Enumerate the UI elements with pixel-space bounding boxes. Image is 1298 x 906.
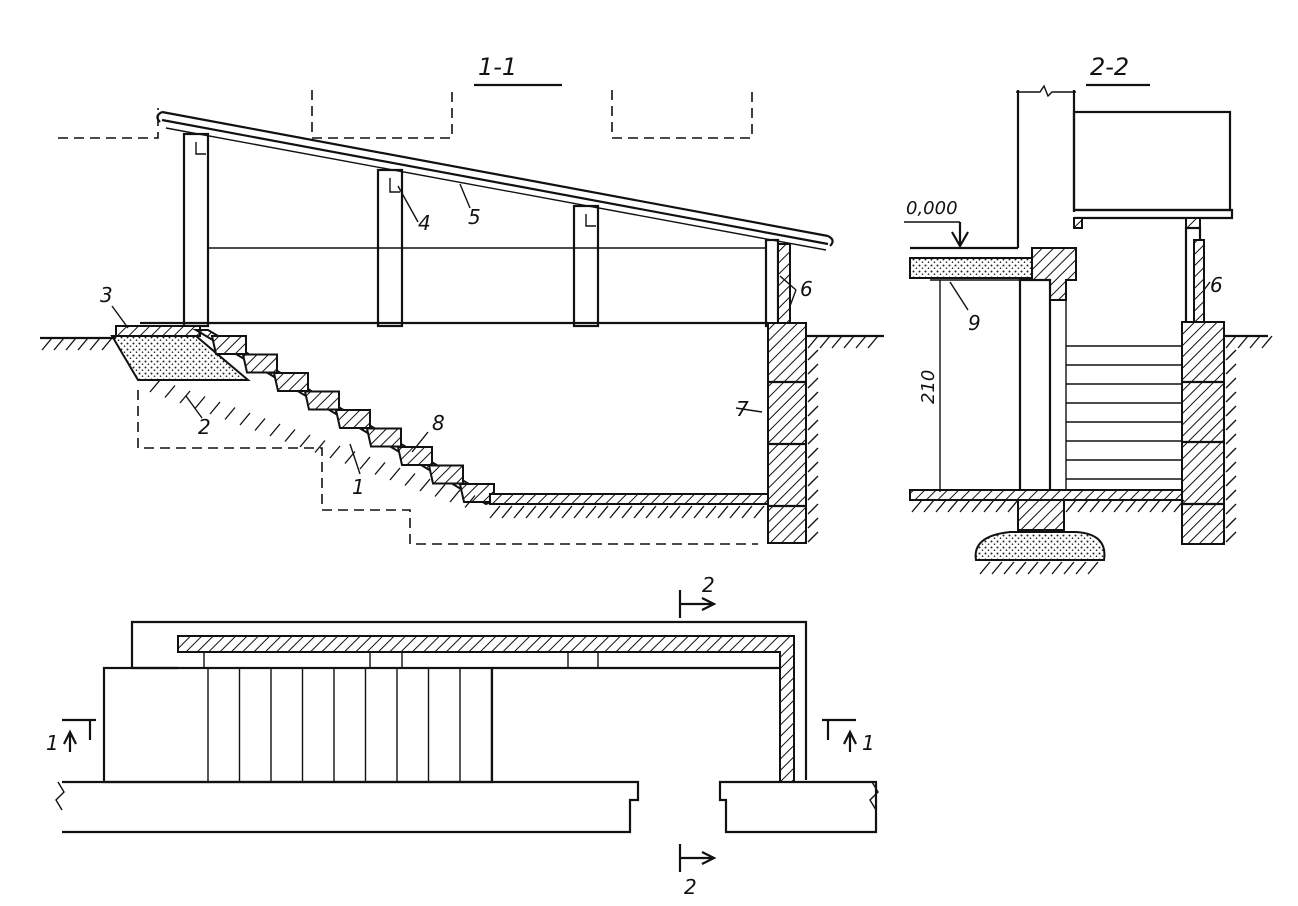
stair-elevation bbox=[1066, 345, 1182, 480]
callout-8: 8 bbox=[432, 411, 445, 435]
stair-step bbox=[365, 427, 402, 448]
cut-1-right-marker bbox=[822, 718, 856, 740]
section-2-title: 2-2 bbox=[1090, 53, 1129, 81]
stair-step bbox=[303, 390, 340, 411]
cut-1-left-marker bbox=[62, 718, 96, 740]
callout-4: 4 bbox=[418, 211, 431, 235]
beam-end-left bbox=[1073, 217, 1083, 229]
building-wall-right bbox=[718, 780, 878, 834]
ground-hatching-2 bbox=[911, 335, 1273, 575]
cut-2-top-marker bbox=[678, 590, 717, 618]
dashed-outline-mid bbox=[311, 90, 453, 139]
leaders bbox=[111, 183, 797, 475]
cut-1-left-label: 1 bbox=[46, 731, 59, 755]
callout-6: 6 bbox=[800, 277, 813, 301]
floor-slab-9 bbox=[909, 257, 1033, 279]
building-wall bbox=[1016, 90, 1076, 248]
foundation-wall bbox=[1018, 278, 1052, 498]
stair-step bbox=[210, 335, 247, 355]
building-wall-left bbox=[62, 780, 640, 834]
level-mark: 0,000 bbox=[906, 198, 958, 219]
excavation-outline bbox=[137, 390, 758, 545]
callout-1: 1 bbox=[352, 475, 365, 499]
dashed-outline-left bbox=[58, 108, 159, 139]
bay-1 bbox=[203, 651, 371, 669]
lintel bbox=[1031, 247, 1077, 301]
cut-1-right-arrow bbox=[843, 729, 857, 752]
beam-end bbox=[1185, 217, 1201, 229]
stair-step bbox=[458, 483, 495, 503]
callout-5: 5 bbox=[468, 205, 481, 229]
stair-step bbox=[241, 353, 278, 374]
cut-1-left-arrow bbox=[63, 729, 77, 752]
section-1-title: 1-1 bbox=[478, 53, 517, 81]
pit-floor-2 bbox=[909, 489, 1183, 501]
section-2-2: 2-2 bbox=[904, 53, 1273, 575]
side-wall-6b bbox=[1193, 239, 1205, 323]
height-dim: 210 bbox=[918, 370, 939, 404]
door-frame bbox=[1049, 299, 1067, 497]
canopy-outline bbox=[130, 620, 808, 780]
cut-1-right-label: 1 bbox=[862, 731, 875, 755]
canopy-roof bbox=[1072, 110, 1232, 212]
footing-column bbox=[1017, 499, 1065, 531]
sloped-roof bbox=[156, 110, 834, 251]
callout-2: 2 bbox=[198, 415, 211, 439]
level-arrow bbox=[951, 222, 969, 249]
plan-view: 1 1 2 2 bbox=[46, 573, 879, 899]
callout-6b: 6 bbox=[1210, 273, 1223, 297]
dashed-outline-right bbox=[611, 90, 753, 139]
bay-3 bbox=[597, 651, 781, 669]
pit-floor bbox=[489, 493, 769, 505]
stair-step bbox=[427, 464, 464, 485]
retaining-wall-7 bbox=[767, 322, 807, 544]
stair-step bbox=[396, 446, 433, 466]
cut-2-top-label: 2 bbox=[702, 573, 715, 597]
stair-steps bbox=[210, 335, 495, 503]
leader-9 bbox=[949, 281, 969, 311]
cut-2-bottom-label: 2 bbox=[684, 875, 697, 899]
break-marks bbox=[55, 781, 879, 811]
footing-gravel bbox=[974, 531, 1106, 561]
callout-9: 9 bbox=[968, 311, 981, 335]
break-line bbox=[1016, 84, 1076, 98]
callout-3: 3 bbox=[100, 283, 113, 307]
leader-6b bbox=[1203, 281, 1211, 291]
posts bbox=[182, 132, 780, 328]
canopy-edge bbox=[1074, 208, 1234, 220]
stair-treads bbox=[207, 668, 493, 782]
ground-hatching bbox=[41, 335, 879, 543]
bay-2 bbox=[401, 651, 569, 669]
stair-step bbox=[334, 409, 371, 429]
stair-plan bbox=[102, 666, 494, 784]
stair-step bbox=[272, 372, 309, 392]
callout-7: 7 bbox=[736, 397, 749, 421]
cut-2-bottom-marker bbox=[678, 844, 717, 872]
landing-slab bbox=[115, 325, 201, 337]
section-1-1: 1-1 bbox=[40, 53, 884, 545]
side-wall-6 bbox=[777, 243, 791, 327]
retaining-wall-2 bbox=[1181, 321, 1225, 545]
